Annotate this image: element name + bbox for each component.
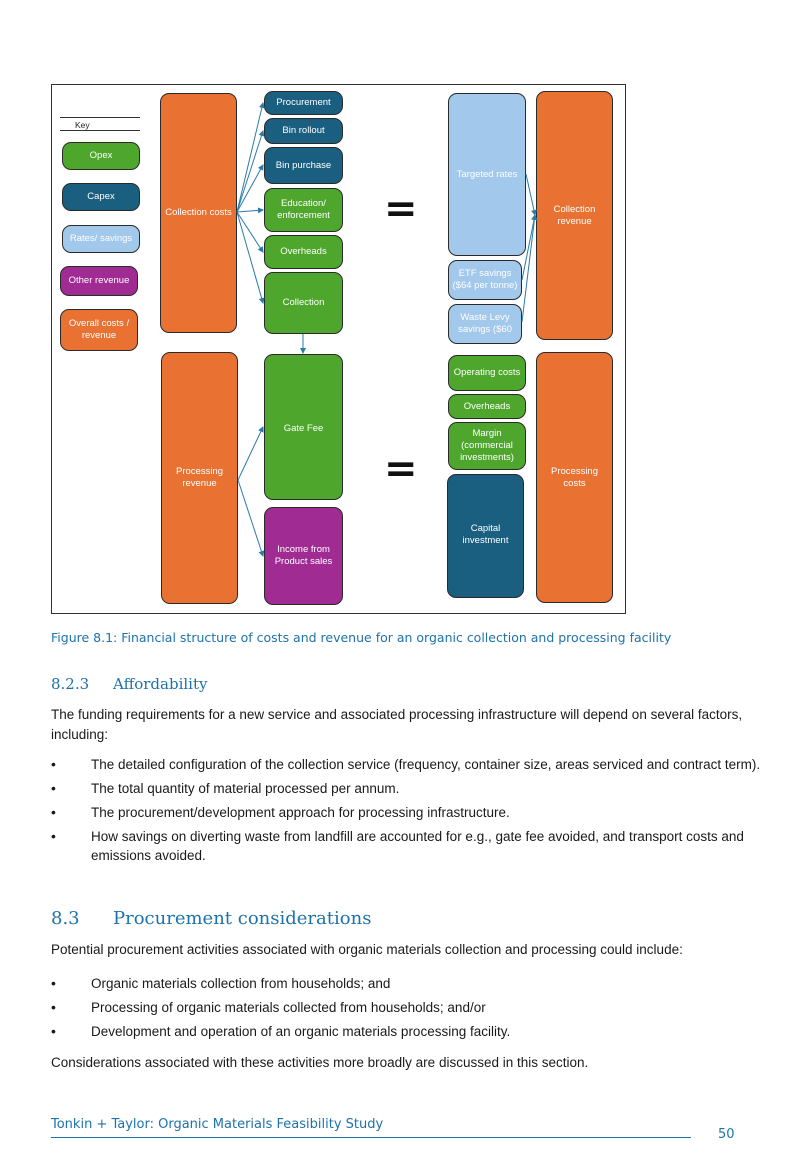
section-83-heading: 8.3 Procurement considerations bbox=[51, 908, 371, 929]
equals-sign-bottom: = bbox=[384, 446, 418, 492]
key-bottom-line bbox=[60, 130, 140, 131]
section-83-closing: Considerations associated with these act… bbox=[51, 1055, 589, 1070]
etf-savings-box: ETF savings ($64 per tonne) bbox=[448, 260, 522, 300]
procurement-box: Procurement bbox=[264, 91, 343, 115]
section-83-bullet-list: Organic materials collection from househ… bbox=[51, 974, 761, 1046]
processing-revenue-box: Processing revenue bbox=[161, 352, 238, 604]
processing-costs-box: Processing costs bbox=[536, 352, 613, 603]
key-title: Key bbox=[75, 120, 90, 130]
bin-rollout-box: Bin rollout bbox=[264, 118, 343, 144]
section-823-heading: 8.2.3 Affordability bbox=[51, 675, 207, 693]
collection-revenue-box: Collection revenue bbox=[536, 91, 613, 340]
income-product-sales-box: Income from Product sales bbox=[264, 507, 343, 605]
collection-box: Collection bbox=[264, 272, 343, 334]
page-number: 50 bbox=[718, 1127, 735, 1142]
section-823-number: 8.2.3 bbox=[51, 675, 90, 693]
key-rates-savings: Rates/ savings bbox=[62, 225, 140, 253]
footer-divider bbox=[51, 1137, 691, 1138]
key-opex: Opex bbox=[62, 142, 140, 170]
list-item: Processing of organic materials collecte… bbox=[51, 998, 761, 1017]
equals-sign-top: = bbox=[384, 186, 418, 232]
list-item: The total quantity of material processed… bbox=[51, 779, 761, 798]
section-823-title: Affordability bbox=[113, 675, 208, 693]
gate-fee-box: Gate Fee bbox=[264, 354, 343, 500]
section-823-intro: The funding requirements for a new servi… bbox=[51, 707, 743, 742]
section-823-bullet-list: The detailed configuration of the collec… bbox=[51, 755, 761, 870]
list-item: How savings on diverting waste from land… bbox=[51, 827, 761, 865]
key-capex: Capex bbox=[62, 183, 140, 211]
targeted-rates-box: Targeted rates bbox=[448, 93, 526, 256]
collection-costs-box: Collection costs bbox=[160, 93, 237, 333]
overheads-collection-box: Overheads bbox=[264, 235, 343, 269]
footer-title: Tonkin + Taylor: Organic Materials Feasi… bbox=[51, 1117, 384, 1132]
figure-caption: Figure 8.1: Financial structure of costs… bbox=[51, 630, 672, 645]
key-other-revenue: Other revenue bbox=[60, 266, 138, 296]
waste-levy-savings-box: Waste Levy savings ($60 bbox=[448, 304, 522, 344]
bin-purchase-box: Bin purchase bbox=[264, 147, 343, 184]
section-83-title: Procurement considerations bbox=[113, 908, 372, 929]
section-83-intro: Potential procurement activities associa… bbox=[51, 942, 683, 957]
education-enforcement-box: Education/ enforcement bbox=[264, 188, 343, 232]
operating-costs-box: Operating costs bbox=[448, 355, 526, 391]
list-item: Development and operation of an organic … bbox=[51, 1022, 761, 1041]
list-item: The procurement/development approach for… bbox=[51, 803, 761, 822]
list-item: Organic materials collection from househ… bbox=[51, 974, 761, 993]
list-item: The detailed configuration of the collec… bbox=[51, 755, 761, 774]
key-top-line bbox=[60, 117, 140, 118]
section-83-number: 8.3 bbox=[51, 908, 80, 929]
capital-investment-box: Capital investment bbox=[447, 474, 524, 598]
overheads-processing-box: Overheads bbox=[448, 394, 526, 419]
margin-box: Margin (commercial investments) bbox=[448, 422, 526, 470]
key-overall: Overall costs / revenue bbox=[60, 309, 138, 351]
